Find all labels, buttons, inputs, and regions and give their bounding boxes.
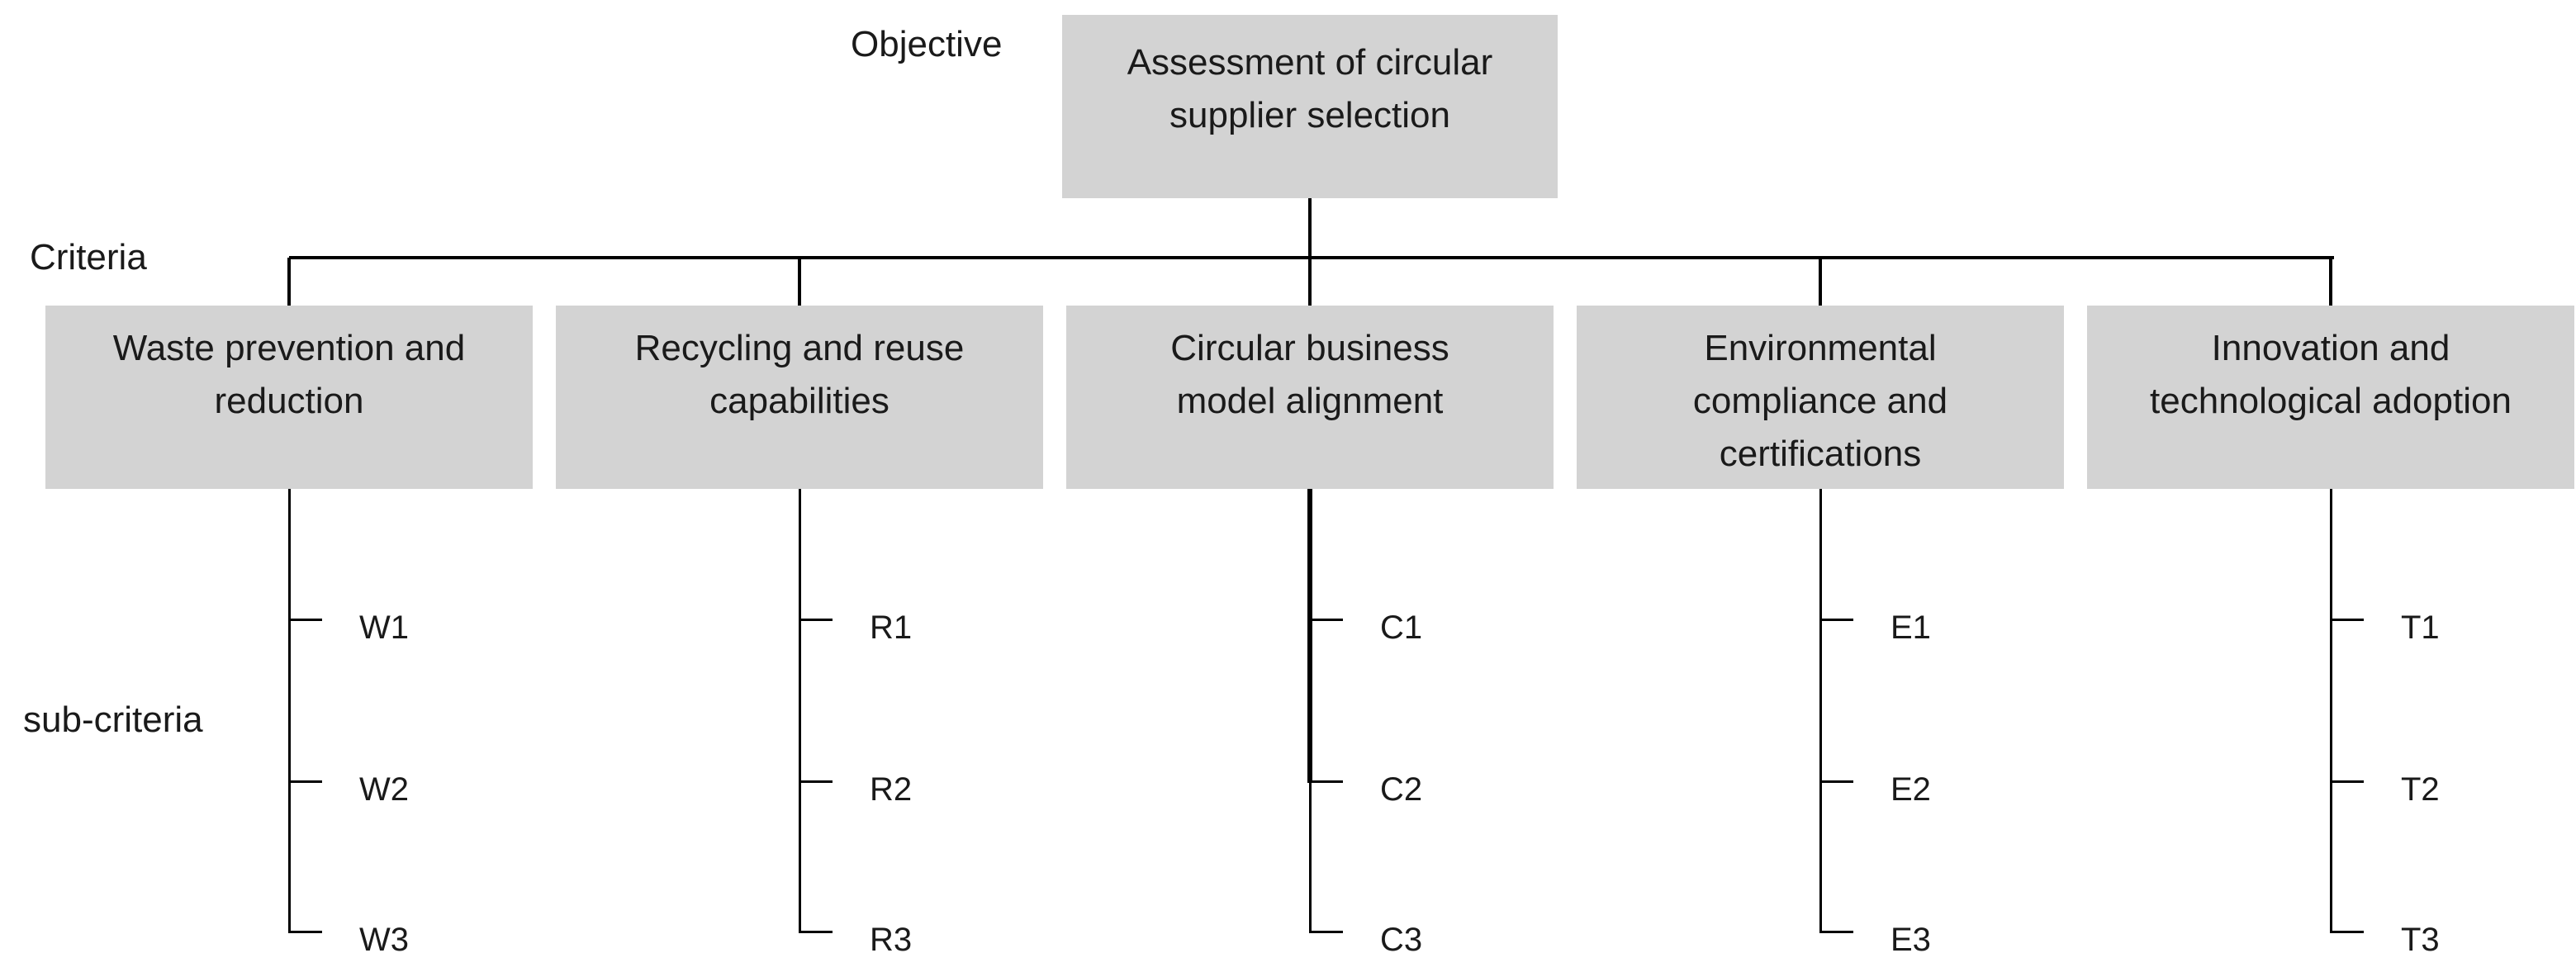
- subcriteria-tick: [1820, 931, 1853, 933]
- criterion-drop-line: [1308, 258, 1312, 306]
- subcriterion-label-e3: E3: [1890, 922, 1931, 958]
- subcriteria-tick: [289, 780, 322, 783]
- subcriteria-tick: [799, 780, 833, 783]
- subcriterion-label-r3: R3: [870, 922, 913, 958]
- subcriteria-spine-circular-bold-segment: [1307, 489, 1312, 783]
- subcriterion-label-c3: C3: [1380, 922, 1423, 958]
- criterion-drop-line: [2329, 258, 2332, 306]
- subcriteria-tick: [289, 619, 322, 621]
- criterion-box-text-line: reduction: [214, 381, 364, 421]
- subcriteria-tick: [799, 931, 833, 933]
- subcriterion-label-w1: W1: [359, 609, 409, 646]
- criterion-box-waste: Waste prevention and reduction: [45, 306, 533, 489]
- subcriteria-tick: [1310, 780, 1343, 783]
- subcriterion-label-e2: E2: [1890, 771, 1931, 808]
- criteria-connector-bar: [289, 256, 2334, 259]
- criterion-box-text-line: Innovation and: [2211, 328, 2450, 368]
- subcriteria-tick: [2331, 931, 2364, 933]
- subcriterion-label-w3: W3: [359, 922, 409, 958]
- criterion-box-text-line: certifications: [1719, 434, 1922, 474]
- criterion-box-innovation: Innovation and technological adoption: [2087, 306, 2574, 489]
- subcriteria-tick: [799, 619, 833, 621]
- criterion-drop-line: [798, 258, 801, 306]
- subcriteria-tick: [2331, 619, 2364, 621]
- subcriteria-tick: [1310, 931, 1343, 933]
- level-label-objective: Objective: [851, 24, 1003, 64]
- subcriterion-label-r2: R2: [870, 771, 913, 808]
- objective-box-text-line1: Assessment of circular: [1127, 42, 1493, 83]
- subcriteria-spine-waste: [288, 489, 291, 933]
- subcriterion-label-t2: T2: [2401, 771, 2440, 808]
- level-label-criteria: Criteria: [30, 237, 147, 277]
- subcriterion-label-w2: W2: [359, 771, 409, 808]
- subcriterion-label-c2: C2: [1380, 771, 1423, 808]
- criterion-box-text-line: Recycling and reuse: [634, 328, 965, 368]
- criterion-box-text-line: Circular business: [1170, 328, 1449, 368]
- criterion-box-recycling: Recycling and reuse capabilities: [556, 306, 1043, 489]
- criterion-box-text-line: capabilities: [709, 381, 890, 421]
- objective-connector-line: [1308, 198, 1312, 258]
- criterion-box-text-line: Environmental: [1704, 328, 1937, 368]
- criterion-box-text-line: technological adoption: [2150, 381, 2512, 421]
- criterion-box-environmental: Environmental compliance and certificati…: [1577, 306, 2064, 489]
- subcriteria-tick: [1820, 619, 1853, 621]
- subcriterion-label-r1: R1: [870, 609, 913, 646]
- subcriterion-label-e1: E1: [1890, 609, 1931, 646]
- criterion-box-text-line: model alignment: [1176, 381, 1444, 421]
- level-label-subcriteria: sub-criteria: [23, 699, 203, 740]
- subcriterion-label-t3: T3: [2401, 922, 2440, 958]
- criterion-box-circular: Circular business model alignment: [1066, 306, 1554, 489]
- subcriteria-tick: [1820, 780, 1853, 783]
- subcriteria-tick: [2331, 780, 2364, 783]
- criterion-drop-line: [1819, 258, 1822, 306]
- subcriterion-label-t1: T1: [2401, 609, 2440, 646]
- criterion-drop-line: [287, 258, 291, 306]
- criterion-box-text-line: Waste prevention and: [112, 328, 466, 368]
- objective-box-text-line2: supplier selection: [1169, 95, 1450, 135]
- subcriteria-spine-innovation: [2330, 489, 2332, 933]
- criterion-box-text-line: compliance and: [1692, 381, 1948, 421]
- objective-box: Assessment of circular supplier selectio…: [1062, 15, 1558, 198]
- subcriterion-label-c1: C1: [1380, 609, 1423, 646]
- subcriteria-tick: [1310, 619, 1343, 621]
- subcriteria-spine-recycling: [799, 489, 801, 933]
- subcriteria-tick: [289, 931, 322, 933]
- subcriteria-spine-environmental: [1819, 489, 1822, 933]
